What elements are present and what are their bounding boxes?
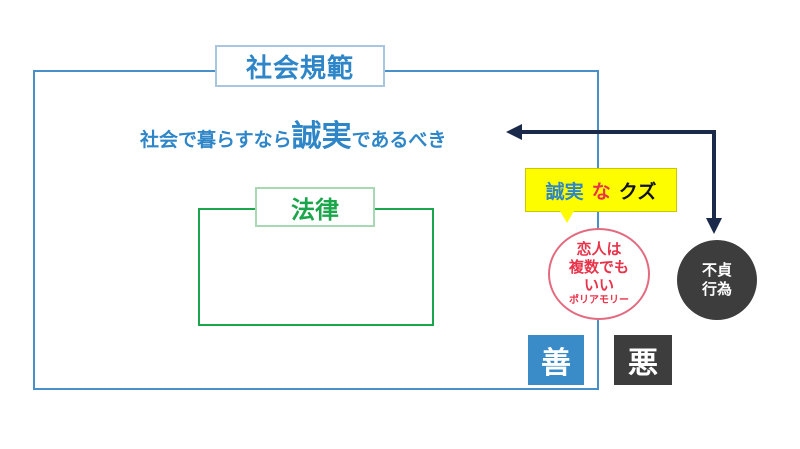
callout-part1: 誠実: [545, 180, 584, 203]
misconduct-line2: 行為: [701, 280, 732, 298]
law-title: 法律: [255, 187, 375, 227]
callout-part2: な: [591, 180, 611, 203]
sentence-after: であるべき: [351, 129, 447, 151]
callout-part3: クズ: [618, 180, 657, 203]
polyamory-line4: ポリアモリー: [569, 295, 629, 306]
polyamory-line3: いい: [583, 276, 614, 294]
polyamory-line2: 複数でも: [568, 258, 629, 276]
callout-tail: [560, 211, 574, 223]
social-norms-sentence: 社会で暮らすなら誠実であるべき: [140, 112, 500, 152]
good-badge: 善: [528, 335, 584, 385]
arrow-head-down-icon: [706, 218, 722, 234]
sentence-emphasis: 誠実: [291, 119, 352, 154]
polyamory-line1: 恋人は: [576, 240, 622, 258]
evil-badge: 悪: [614, 335, 672, 385]
sentence-before: 社会で暮らすなら: [140, 129, 292, 151]
misconduct-line1: 不貞: [701, 261, 732, 279]
social-norms-title: 社会規範: [215, 45, 385, 87]
misconduct-circle: 不貞 行為: [677, 240, 757, 320]
polyamory-circle: 恋人は 複数でも いい ポリアモリー: [548, 228, 650, 320]
callout-box: 誠実 な クズ: [525, 168, 677, 212]
